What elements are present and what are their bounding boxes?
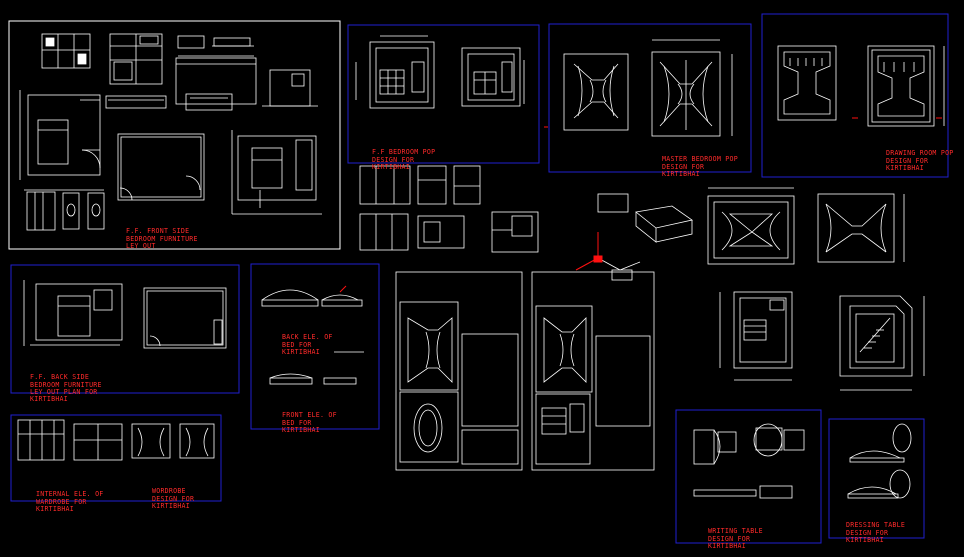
central-floor-plan-left [395, 271, 523, 471]
frame-dressing-table [828, 418, 925, 539]
pop-plan-mid-4 [839, 295, 925, 391]
frame-master-bedroom-pop [548, 23, 752, 173]
ff-bedroom-pop-plan-1 [355, 35, 435, 109]
pop-plan-mid-1 [707, 187, 795, 265]
back-side-plan-right [143, 287, 227, 349]
frame-wardrobe [10, 414, 222, 502]
front-bedroom-room-outline [117, 133, 205, 201]
isometric-wardrobe-sketch [597, 193, 693, 281]
front-bedroom-plan-left [19, 90, 104, 191]
frame-ff-back-side [10, 264, 240, 394]
small-room-plan [262, 69, 318, 107]
dressing-table-drawings [847, 423, 912, 499]
red-accent-marks [339, 117, 942, 293]
master-pop-ceiling-1 [563, 53, 629, 131]
pop-plan-mid-2 [817, 193, 905, 263]
central-floor-plan-right [531, 271, 655, 471]
back-side-plan-left [23, 280, 123, 346]
frame-ff-front-side [8, 20, 341, 250]
drawing-pop-ceiling-1 [777, 45, 837, 121]
frame-writing-table [675, 409, 822, 544]
bed-back-elevation [261, 289, 364, 353]
middle-small-elevations [359, 165, 539, 253]
frame-bed-elevations [250, 263, 380, 430]
wardrobe-elevation-sketch [41, 33, 163, 85]
pop-plan-mid-3 [719, 291, 793, 381]
sheet-frames [8, 13, 949, 544]
master-pop-ceiling-2 [651, 39, 733, 137]
frame-drawing-room-pop [761, 13, 949, 178]
front-bedroom-plan-right [231, 130, 322, 215]
ff-bedroom-pop-plan-2 [461, 47, 525, 107]
frame-ff-bedroom-pop [347, 24, 540, 164]
bed-front-elevation [269, 373, 357, 385]
drawing-pop-ceiling-2 [867, 45, 945, 127]
door-elevations [26, 191, 105, 231]
writing-table-drawings [693, 423, 805, 499]
wardrobe-internal-elevations [17, 419, 215, 461]
bed-side-elevation [105, 35, 257, 111]
